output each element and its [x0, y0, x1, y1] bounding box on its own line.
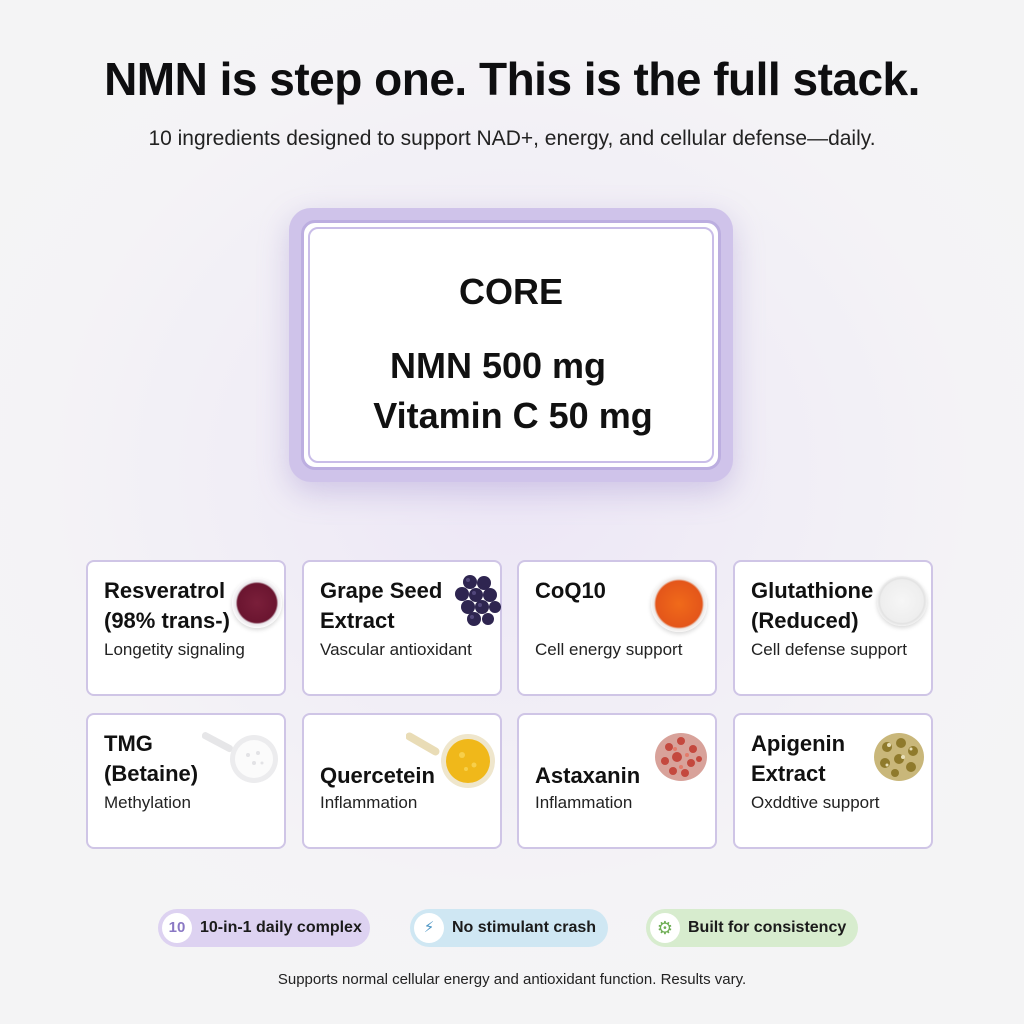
ingredient-desc: Oxddtive support	[751, 793, 880, 812]
red-granules-bowl-icon	[232, 578, 282, 628]
number-circle-icon: 10	[162, 913, 192, 943]
core-card: CORE NMN 500 mg Vitamin C 50 mg	[289, 208, 733, 482]
badge-10-in-1: 10 10-in-1 daily complex	[158, 909, 370, 947]
badge-consistency: ⚙ Built for consistency	[646, 909, 858, 947]
ingredient-name: Resveratrol (98% trans-)	[104, 578, 230, 633]
headline: NMN is step one. This is the full stack.	[104, 53, 920, 105]
ingredient-card-tmg: TMG (Betaine) Methylation	[86, 713, 286, 849]
ingredient-name: TMG (Betaine)	[104, 731, 199, 786]
yellow-powder-scoop-icon	[405, 721, 498, 791]
ingredient-desc: Cell defense support	[751, 640, 907, 659]
badge-label: Built for consistency	[688, 919, 847, 936]
ingredient-name: CoQ10	[535, 578, 606, 603]
ingredient-desc: Cell energy support	[535, 640, 683, 659]
lightning-icon: ⚡	[414, 913, 444, 943]
core-title: CORE	[458, 271, 563, 312]
gear-icon: ⚙	[650, 913, 680, 943]
ingredient-card-coq10: CoQ10 Cell energy support	[517, 560, 717, 696]
core-ingredient-nmn: NMN 500 mg	[389, 345, 607, 386]
ingredient-name: Grape Seed Extract	[320, 578, 443, 633]
orange-powder-bowl-icon	[651, 576, 707, 632]
core-ingredient-vitamin-c: Vitamin C 50 mg	[373, 395, 653, 436]
ingredient-card-resveratrol: Resveratrol (98% trans-) Longetity signa…	[86, 560, 286, 696]
core-card-inner: CORE NMN 500 mg Vitamin C 50 mg	[301, 220, 721, 470]
ingredient-desc: Longetity signaling	[104, 640, 245, 659]
white-powder-bowl-icon	[877, 576, 927, 626]
footnote: Supports normal cellular energy and anti…	[277, 971, 747, 988]
ingredient-card-astaxanthin: Astaxanin Inflammation	[517, 713, 717, 849]
ingredient-desc: Inflammation	[535, 793, 633, 812]
subheadline: 10 ingredients designed to support NAD+,…	[148, 127, 876, 150]
ingredient-card-glutathione: Glutathione (Reduced) Cell defense suppo…	[733, 560, 933, 696]
red-flakes-icon	[653, 729, 709, 785]
ingredient-name: Astaxanin	[535, 763, 641, 788]
dried-chamomile-icon	[871, 729, 927, 785]
ingredient-card-apigenin: Apigenin Extract Oxddtive support	[733, 713, 933, 849]
ingredient-name: Quercetein	[320, 763, 435, 788]
ingredient-desc: Methylation	[104, 793, 191, 812]
ingredient-desc: Inflammation	[320, 793, 418, 812]
white-powder-scoop-icon	[201, 723, 284, 787]
grapes-icon	[452, 574, 502, 630]
ingredient-name: Glutathione (Reduced)	[751, 578, 874, 633]
ingredient-name: Apigenin Extract	[751, 731, 846, 786]
badge-label: 10-in-1 daily complex	[200, 919, 362, 936]
badge-no-stimulant: ⚡ No stimulant crash	[410, 909, 608, 947]
ingredient-card-grape-seed: Grape Seed Extract Vascular antioxidant	[302, 560, 502, 696]
ingredient-desc: Vascular antioxidant	[320, 640, 472, 659]
badge-label: No stimulant crash	[452, 919, 597, 936]
ingredient-card-quercetin: Quercetein Inflammation	[302, 713, 502, 849]
